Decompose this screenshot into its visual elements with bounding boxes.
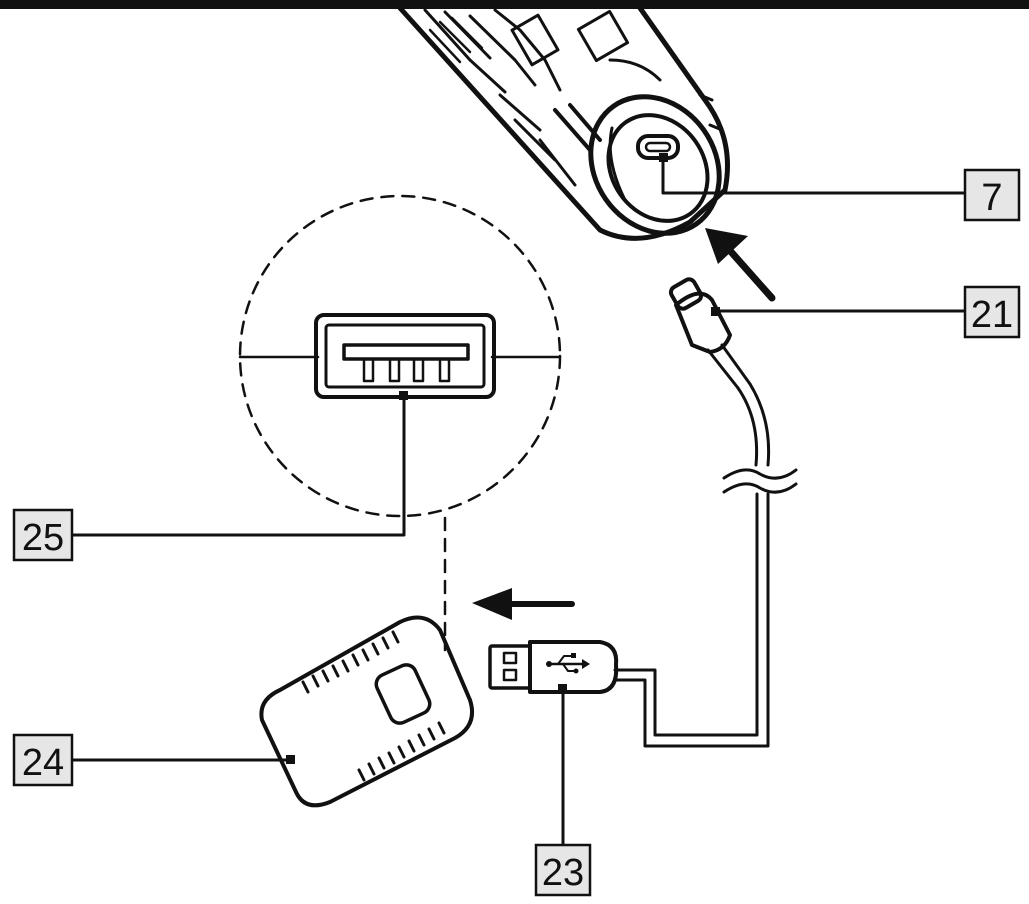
usb-a-plug bbox=[488, 640, 619, 694]
callout-23: 23 bbox=[534, 684, 592, 897]
power-adapter bbox=[259, 615, 475, 808]
usb-c-port bbox=[636, 134, 680, 160]
callout-7-label: 7 bbox=[981, 177, 1002, 219]
top-border bbox=[0, 0, 1029, 9]
callout-25-label: 25 bbox=[22, 517, 64, 559]
callout-7: 7 bbox=[659, 153, 1021, 222]
callout-21-label: 21 bbox=[971, 294, 1013, 336]
callout-25: 25 bbox=[12, 391, 408, 562]
insert-arrow-left-icon bbox=[472, 588, 575, 620]
flashlight-device bbox=[397, 5, 730, 241]
callout-24: 24 bbox=[12, 733, 295, 787]
usb-a-socket bbox=[314, 313, 496, 399]
usb-c-cable bbox=[613, 277, 798, 748]
callout-21: 21 bbox=[711, 285, 1021, 339]
usb-symbol-icon bbox=[546, 653, 590, 674]
zoom-detail bbox=[238, 194, 562, 652]
insert-arrow-up-icon bbox=[705, 228, 776, 302]
callout-24-label: 24 bbox=[22, 742, 64, 784]
callout-23-label: 23 bbox=[542, 852, 584, 894]
